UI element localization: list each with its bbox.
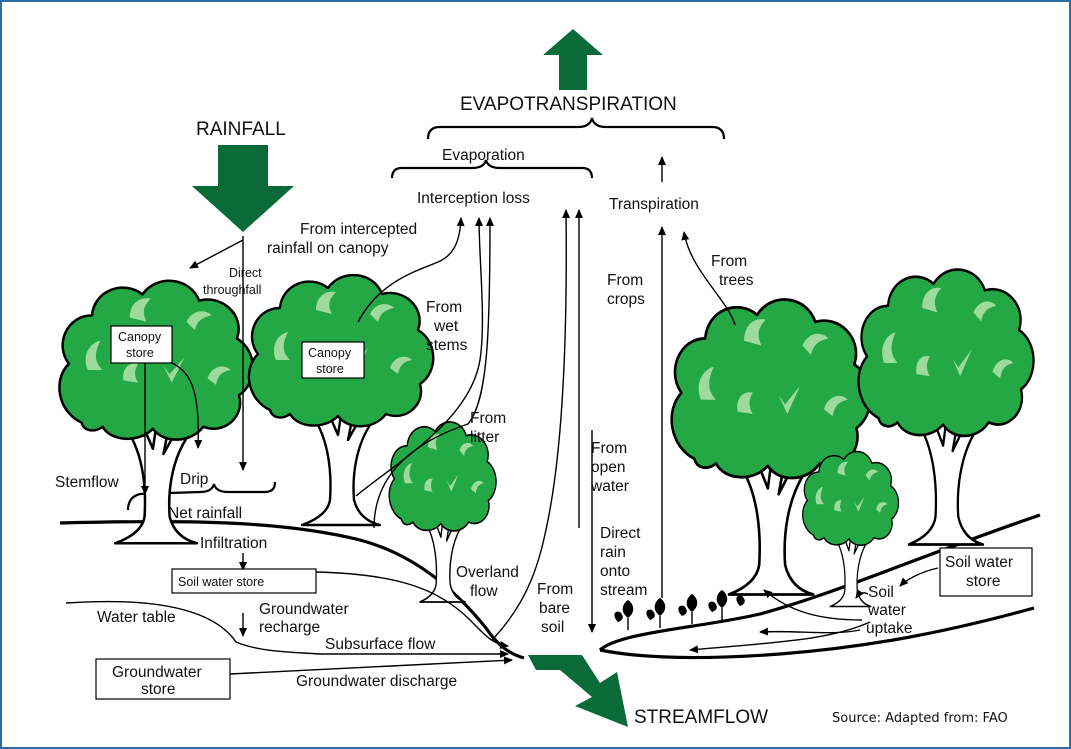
from-intercepted-label-2: rainfall on canopy	[267, 240, 389, 257]
intercepted-rainfall-arrow	[357, 217, 465, 323]
uptake-tree-arrow	[763, 589, 863, 621]
evapotranspiration-up-arrow	[543, 29, 603, 90]
from-crops-label-1: From	[607, 272, 643, 289]
stream-bank	[598, 513, 1041, 652]
canopy-store-box-middle	[301, 341, 365, 379]
from-bare-soil-label-2: bare	[539, 600, 570, 617]
uptake-small-tree-arrow	[855, 589, 869, 599]
from-open-water-label-1: From	[591, 440, 627, 457]
litter-arrow	[373, 217, 494, 529]
from-intercepted-label-1: From intercepted	[300, 221, 417, 238]
groundwater-store-label-1: Groundwater	[112, 664, 202, 681]
canopy-store-middle-label-2: store	[316, 362, 344, 376]
from-bare-soil-label-1: From	[537, 581, 573, 598]
direct-rain-label-3: onto	[600, 563, 630, 580]
soil-water-store-box-right	[939, 547, 1033, 597]
groundwater-recharge-label-2: recharge	[259, 619, 320, 636]
net-rainfall-label: Net rainfall	[168, 505, 242, 522]
soil-water-uptake-label-3: uptake	[866, 620, 913, 637]
soil-water-store-box	[171, 568, 317, 594]
wet-stems-arrow	[355, 217, 484, 497]
groundwater-store-box	[95, 658, 231, 700]
from-wet-stems-label-1: From	[426, 299, 462, 316]
soil-water-uptake-label-1: Soil	[868, 584, 894, 601]
interception-loss-label: Interception loss	[417, 190, 530, 207]
from-bare-soil-label-3: soil	[541, 619, 564, 636]
direct-rain-label-4: stream	[600, 582, 647, 599]
direct-rain-label-1: Direct	[600, 525, 641, 542]
groundwater-discharge-arrow	[229, 656, 513, 675]
soil-water-lateral-arrow	[315, 571, 509, 649]
crop-sprouts	[614, 590, 745, 630]
source-note: Source: Adapted from: FAO	[832, 711, 1008, 726]
soil-water-uptake-label-2: water	[867, 602, 906, 619]
drip-label: Drip	[180, 471, 208, 488]
groundwater-discharge-label: Groundwater discharge	[296, 673, 457, 690]
net-rainfall-brace	[126, 481, 277, 511]
water-table-label: Water table	[97, 609, 176, 626]
streamflow-label: STREAMFLOW	[634, 707, 768, 728]
transpiration-label: Transpiration	[609, 196, 699, 213]
from-trees-label-2: trees	[719, 272, 754, 289]
rainfall-down-arrow	[192, 145, 294, 232]
subsurface-flow-label: Subsurface flow	[325, 636, 436, 653]
water-table-right	[599, 606, 1035, 660]
evapotranspiration-label: EVAPOTRANSPIRATION	[460, 94, 677, 115]
drip-arrow	[169, 361, 203, 449]
groundwater-recharge-label-1: Groundwater	[259, 601, 349, 618]
from-litter-label-1: From	[470, 410, 506, 427]
stemflow-label: Stemflow	[55, 474, 120, 491]
soil-water-store-right-label-2: store	[966, 573, 1000, 590]
ground-surface	[59, 519, 525, 660]
rainfall-label: RAINFALL	[196, 119, 286, 140]
overland-flow-label-1: Overland	[456, 564, 519, 581]
uptake-crops-arrow	[759, 627, 861, 636]
from-litter-label-2: litter	[470, 429, 499, 446]
soil-water-store-right-label-1: Soil water	[945, 554, 1013, 571]
flow-arrows	[65, 156, 939, 675]
uptake-return-arrow	[689, 621, 871, 654]
groundwater-store-label-2: store	[141, 681, 175, 698]
infiltration-label: Infiltration	[200, 535, 267, 552]
from-open-water-label-2: open	[591, 459, 625, 476]
bare-soil-arrow	[491, 209, 571, 641]
canopy-store-left-label-1: Canopy	[118, 330, 162, 344]
from-crops-label-2: crops	[607, 291, 645, 308]
from-wet-stems-label-3: stems	[426, 337, 468, 354]
direct-rain-label-2: rain	[600, 544, 626, 561]
evapotranspiration-brace	[426, 117, 726, 140]
from-open-water-label-3: water	[590, 478, 629, 495]
soil-water-store-label: Soil water store	[178, 575, 264, 589]
evaporation-brace	[390, 159, 594, 179]
from-wet-stems-label-2: wet	[433, 318, 459, 335]
canopy-store-left-label-2: store	[126, 346, 154, 360]
direct-throughfall-label-2: throughfall	[203, 283, 261, 297]
rainfall-to-canopy-arrow	[189, 239, 244, 269]
direct-throughfall-label-1: Direct	[229, 266, 262, 280]
subsurface-flow-arrow	[65, 600, 509, 658]
canopy-store-box-left	[110, 325, 173, 364]
evaporation-label: Evaporation	[442, 147, 525, 164]
from-trees-arrow	[681, 231, 736, 326]
canopy-store-middle-label-1: Canopy	[308, 346, 352, 360]
soil-water-store-arrow	[899, 567, 939, 587]
overland-flow-label-2: flow	[470, 583, 498, 600]
streamflow-arrow	[528, 655, 628, 727]
from-trees-label-1: From	[711, 253, 747, 270]
